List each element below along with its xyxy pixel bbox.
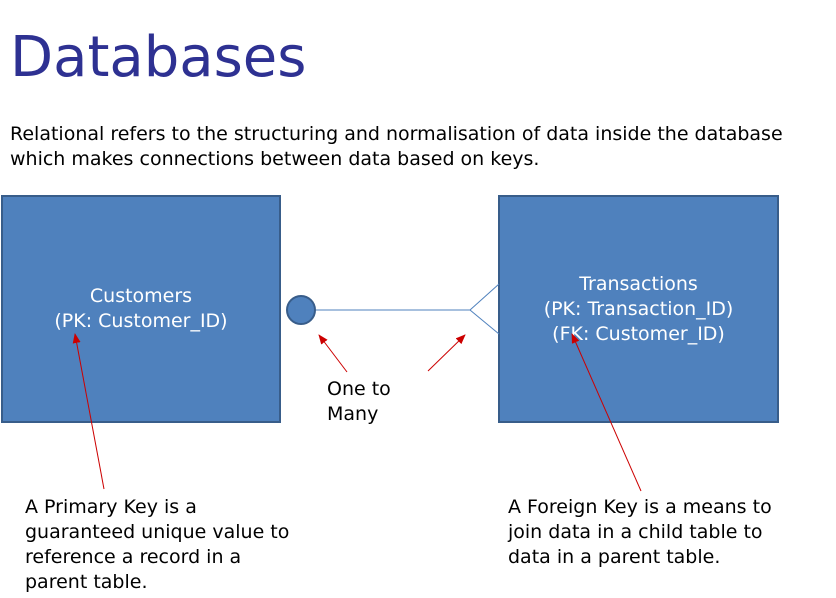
relationship-label: One to Many [327,377,437,427]
crows-foot-many-end [469,283,500,335]
arrow-to-one-end [318,334,348,373]
customers-entity: Customers (PK: Customer_ID) [1,195,281,423]
one-end-circle [286,295,316,325]
transactions-primary-key: (PK: Transaction_ID) [543,297,734,320]
primary-key-note: A Primary Key is a guaranteed unique val… [25,496,290,593]
intro-text: Relational refers to the structuring and… [10,123,783,170]
page-title: Databases [10,25,307,90]
foreign-key-note: A Foreign Key is a means to join data in… [508,496,772,568]
relationship-label-line1: One to [327,378,391,400]
transactions-entity: Transactions (PK: Transaction_ID) (FK: C… [498,195,779,423]
customers-entity-name: Customers [89,285,193,307]
arrow-to-many-end [427,334,466,372]
customers-primary-key: (PK: Customer_ID) [54,310,228,332]
relationship-label-line2: Many [327,403,379,425]
transactions-entity-name: Transactions [579,272,698,295]
transactions-foreign-key: (FK: Customer_ID) [552,322,725,345]
